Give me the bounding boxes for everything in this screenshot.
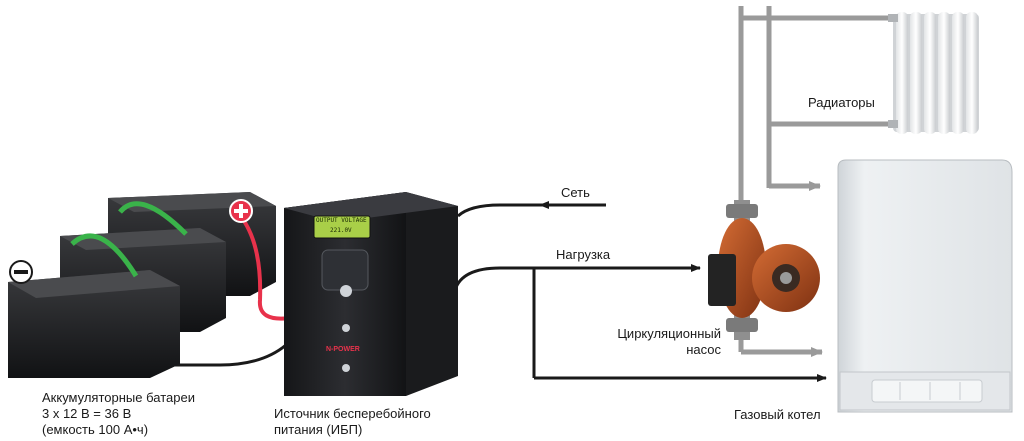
battery-1 (8, 270, 180, 378)
pump-label-line-1: Циркуляционный (597, 326, 721, 342)
gas-boiler-image (838, 160, 1012, 412)
negative-terminal-icon (10, 261, 32, 283)
ups-label-line-1: Источник бесперебойного (274, 406, 431, 422)
ups-unit-image (284, 192, 458, 396)
batteries-label-line-3: (емкость 100 А•ч) (42, 422, 195, 438)
batteries-label-line-1: Аккумуляторные батареи (42, 390, 195, 406)
positive-terminal-icon (230, 200, 252, 222)
ups-lcd-line-1: OUTPUT VOLTAGE (316, 216, 367, 225)
pump-label-line-2: насос (597, 342, 721, 358)
ups-power-button (340, 285, 352, 297)
radiators-label: Радиаторы (808, 95, 875, 111)
circulation-pump-image (708, 200, 820, 340)
ups-lcd-line-2: 221.0V (330, 226, 352, 235)
batteries-label: Аккумуляторные батареи 3 х 12 В = 36 В (… (42, 390, 195, 438)
batteries-label-line-2: 3 х 12 В = 36 В (42, 406, 195, 422)
ups-brand-logo: N-POWER (326, 345, 360, 354)
network-label: Сеть (561, 185, 590, 201)
pump-label: Циркуляционный насос (597, 326, 721, 358)
ups-label: Источник бесперебойного питания (ИБП) (274, 406, 431, 438)
load-label: Нагрузка (556, 247, 610, 263)
ups-label-line-2: питания (ИБП) (274, 422, 431, 438)
radiator-image (888, 12, 979, 134)
boiler-label: Газовый котел (734, 407, 821, 423)
